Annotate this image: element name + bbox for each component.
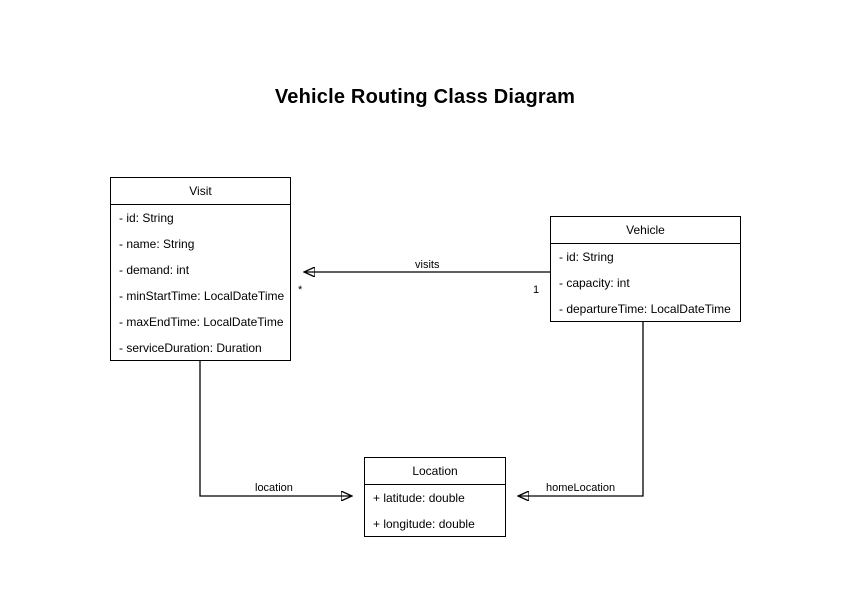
attribute-row: - name: String xyxy=(119,237,195,251)
attribute-row: - id: String xyxy=(119,211,174,225)
edge-location xyxy=(199,361,352,496)
edge-label-home-location: homeLocation xyxy=(546,482,616,494)
class-attributes-location: + latitude: double + longitude: double xyxy=(365,485,505,537)
edge-label-visits: visits xyxy=(415,259,440,271)
attribute-row: - demand: int xyxy=(119,263,190,277)
attribute-row: + latitude: double xyxy=(373,491,465,505)
attribute-row: - minStartTime: LocalDateTime xyxy=(119,289,285,303)
multiplicity-visits-source: 1 xyxy=(533,284,540,296)
class-box-visit[interactable]: Visit - id: String - name: String - dema… xyxy=(110,177,291,361)
attribute-row: - capacity: int xyxy=(559,276,630,290)
class-attributes-visit: - id: String - name: String - demand: in… xyxy=(111,205,290,361)
edge-label-location: location xyxy=(255,482,293,494)
attribute-row: - maxEndTime: LocalDateTime xyxy=(119,315,284,329)
edge-home-location xyxy=(518,322,644,496)
class-box-vehicle[interactable]: Vehicle - id: String - capacity: int - d… xyxy=(550,216,741,322)
multiplicity-visits-target: * xyxy=(298,284,303,296)
attribute-row: + longitude: double xyxy=(373,517,475,531)
attribute-row: - serviceDuration: Duration xyxy=(119,341,262,355)
attribute-row: - id: String xyxy=(559,250,614,264)
class-box-location[interactable]: Location + latitude: double + longitude:… xyxy=(364,457,506,537)
class-name-visit: Visit xyxy=(111,178,290,205)
page-title: Vehicle Routing Class Diagram xyxy=(274,86,576,108)
class-name-vehicle: Vehicle xyxy=(551,217,740,244)
attribute-row: - departureTime: LocalDateTime xyxy=(559,302,731,316)
class-name-location: Location xyxy=(365,458,505,485)
class-attributes-vehicle: - id: String - capacity: int - departure… xyxy=(551,244,740,322)
